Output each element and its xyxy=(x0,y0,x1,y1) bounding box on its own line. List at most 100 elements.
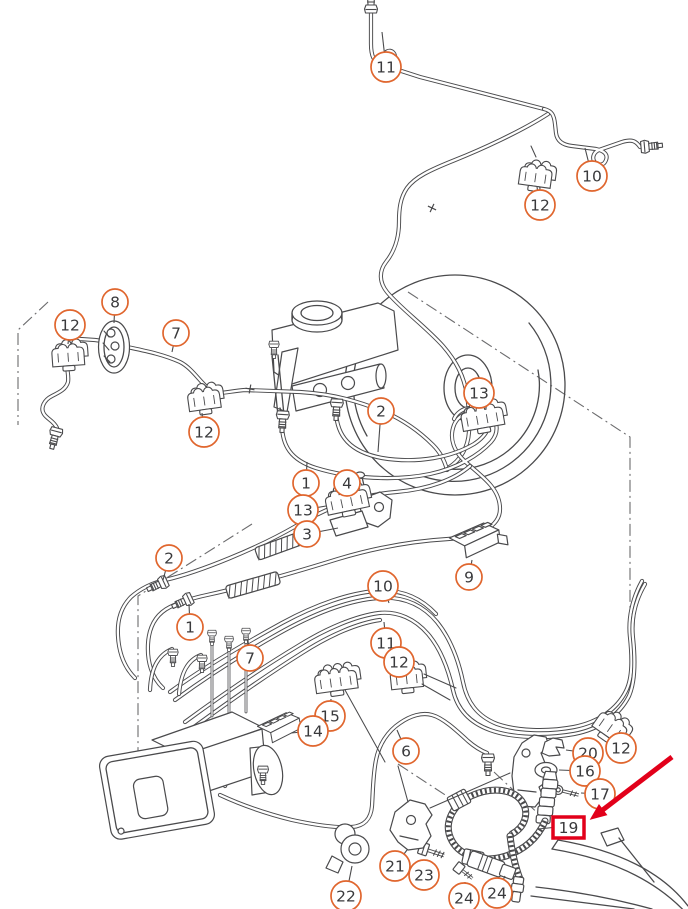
callout-balloon[interactable] xyxy=(576,160,608,192)
highlighted-callout-box-19[interactable] xyxy=(551,815,586,840)
callout-balloon[interactable] xyxy=(448,882,480,909)
callout-balloon[interactable] xyxy=(188,416,220,448)
callout-number: 12 xyxy=(389,654,409,672)
brake-hose xyxy=(444,786,549,883)
callout-12[interactable]: 12 xyxy=(524,186,556,221)
callout-number: 10 xyxy=(582,168,602,186)
callout-balloon[interactable] xyxy=(481,877,513,909)
callout-22[interactable]: 22 xyxy=(330,865,362,909)
callout-17[interactable]: 17 xyxy=(580,778,616,810)
callout-balloon[interactable] xyxy=(101,288,129,316)
callout-balloon[interactable] xyxy=(162,319,190,347)
red-arrow xyxy=(598,755,674,814)
sensor-fitting-24 xyxy=(466,850,517,880)
callout-balloon[interactable] xyxy=(408,859,440,891)
connector-9 xyxy=(448,521,509,559)
callout-balloon[interactable] xyxy=(330,880,362,909)
callout-4[interactable]: 4 xyxy=(333,469,361,497)
callout-balloon[interactable] xyxy=(455,563,483,591)
callout-23[interactable]: 23 xyxy=(408,859,440,891)
callout-number: 12 xyxy=(194,424,214,442)
callout-24[interactable]: 24 xyxy=(481,875,513,909)
callout-12[interactable]: 12 xyxy=(188,412,220,448)
callout-12[interactable]: 12 xyxy=(605,732,637,764)
callout-12[interactable]: 12 xyxy=(54,309,86,345)
callout-balloon[interactable] xyxy=(176,613,204,641)
pipe-tick-marks xyxy=(245,203,437,394)
phantom-body-outline xyxy=(17,291,631,821)
callout-balloon[interactable] xyxy=(370,51,402,83)
callout-number: 14 xyxy=(303,723,323,741)
connector-14 xyxy=(256,711,302,744)
bolt-24 xyxy=(452,861,474,880)
callout-8[interactable]: 8 xyxy=(101,288,129,324)
highlighted-callout-number: 19 xyxy=(559,819,579,837)
bracket-21 xyxy=(389,799,433,851)
callout-number: 21 xyxy=(385,858,405,876)
callout-number: 10 xyxy=(373,578,393,596)
callout-11[interactable]: 11 xyxy=(370,31,402,83)
highlight-leader xyxy=(537,826,554,830)
callout-number: 7 xyxy=(245,650,255,668)
callout-balloon[interactable] xyxy=(383,646,415,678)
fluid-reservoir xyxy=(271,300,399,421)
callout-7[interactable]: 7 xyxy=(236,640,264,672)
callout-number: 12 xyxy=(530,197,550,215)
callout-number: 17 xyxy=(590,786,610,804)
callout-balloon[interactable] xyxy=(569,755,601,787)
callout-number: 13 xyxy=(293,502,313,520)
callout-13[interactable]: 13 xyxy=(463,377,495,409)
callout-10[interactable]: 10 xyxy=(576,147,608,192)
callout-number: 24 xyxy=(487,885,507,903)
callout-balloon[interactable] xyxy=(524,189,556,221)
callout-balloon[interactable] xyxy=(392,737,420,765)
callout-balloon[interactable] xyxy=(333,469,361,497)
callout-balloon[interactable] xyxy=(379,850,411,882)
callout-balloon[interactable] xyxy=(155,544,183,572)
callout-2[interactable]: 2 xyxy=(367,397,395,453)
callout-balloon[interactable] xyxy=(605,732,637,764)
pointer-lines xyxy=(344,145,537,809)
callout-13[interactable]: 13 xyxy=(287,494,327,526)
callout-number: 1 xyxy=(301,475,311,493)
pipe-clips xyxy=(50,157,637,752)
callout-12[interactable]: 12 xyxy=(383,646,415,678)
callout-balloon[interactable] xyxy=(463,377,495,409)
callout-number: 24 xyxy=(454,890,474,908)
callout-3[interactable]: 3 xyxy=(293,520,339,548)
callout-number: 2 xyxy=(164,550,174,568)
red-arrow-head xyxy=(589,804,608,820)
abs-hydraulic-unit xyxy=(98,711,284,840)
callout-number: 16 xyxy=(575,763,595,781)
callout-14[interactable]: 14 xyxy=(290,715,329,747)
retaining-clip-20 xyxy=(541,737,565,757)
callout-number: 12 xyxy=(611,740,631,758)
callout-21[interactable]: 21 xyxy=(379,849,411,882)
callout-1[interactable]: 1 xyxy=(176,603,204,641)
callout-9[interactable]: 9 xyxy=(455,559,483,591)
callout-number: 7 xyxy=(171,325,181,343)
callout-6[interactable]: 6 xyxy=(392,729,420,765)
callout-16[interactable]: 16 xyxy=(558,755,601,787)
callout-balloon[interactable] xyxy=(367,397,395,425)
callout-balloon[interactable] xyxy=(293,520,321,548)
callout-balloon[interactable] xyxy=(54,309,86,341)
grommet-8 xyxy=(97,320,131,374)
callout-number: 6 xyxy=(401,743,411,761)
callout-10[interactable]: 10 xyxy=(367,570,399,604)
callout-number: 11 xyxy=(376,635,396,653)
callout-balloon[interactable] xyxy=(367,570,399,602)
callout-2[interactable]: 2 xyxy=(155,544,183,581)
callout-number: 11 xyxy=(376,59,396,77)
callout-24[interactable]: 24 xyxy=(448,881,480,909)
callout-balloon[interactable] xyxy=(236,644,264,672)
pipe-clip-15 xyxy=(312,660,364,700)
callout-number: 23 xyxy=(414,867,434,885)
callout-number: 4 xyxy=(342,475,352,493)
callout-balloon[interactable] xyxy=(297,715,329,747)
callout-number: 22 xyxy=(336,888,356,906)
callout-number: 13 xyxy=(469,385,489,403)
callout-7[interactable]: 7 xyxy=(162,319,190,353)
